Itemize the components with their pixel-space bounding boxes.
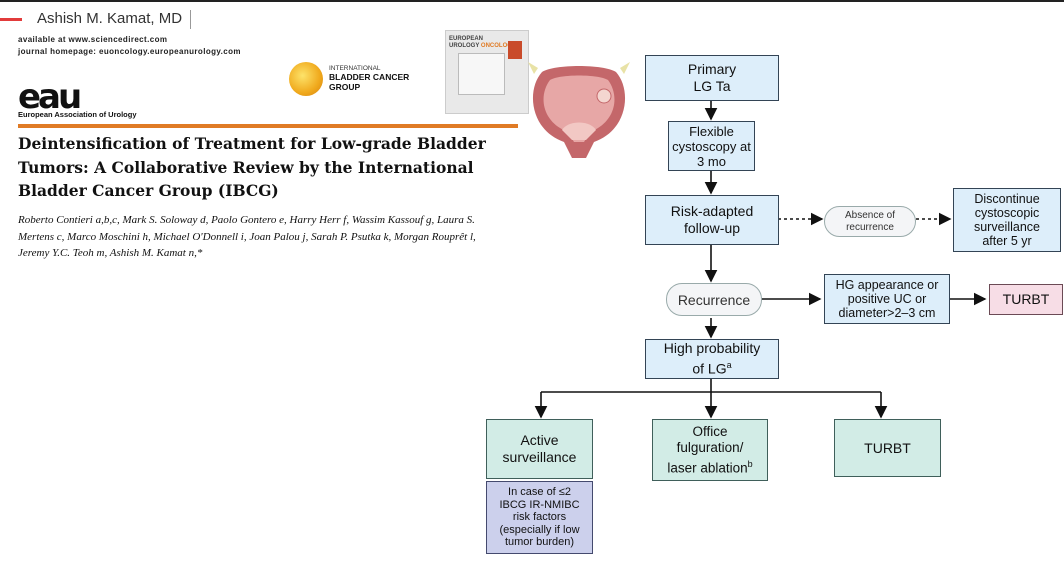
cover-title: EUROPEAN UROLOGY ONCOLOGY xyxy=(449,36,516,49)
node-turbt-bottom: TURBT xyxy=(834,419,941,477)
slide-author: Ashish M. Kamat, MD xyxy=(37,10,183,27)
bladder-illustration xyxy=(528,62,630,158)
node-turbt-right: TURBT xyxy=(989,284,1063,315)
cover-badge xyxy=(508,41,522,59)
ibcg-logo-text: INTERNATIONAL BLADDER CANCER GROUP xyxy=(329,65,410,92)
red-marker-icon xyxy=(0,18,22,21)
pill-recurrence: Recurrence xyxy=(666,283,762,316)
paper-title: Deintensification of Treatment for Low-g… xyxy=(18,134,486,200)
eau-logo: eau xyxy=(18,77,82,117)
globe-icon xyxy=(289,62,323,96)
journal-line-2: journal homepage: euoncology.europeanuro… xyxy=(18,47,241,56)
paper-authors: Roberto Contieri a,b,c, Mark S. Soloway … xyxy=(18,214,476,259)
eau-logo-subtitle: European Association of Urology xyxy=(18,110,137,119)
journal-line-1: available at www.sciencedirect.com xyxy=(18,35,168,44)
cover-figure xyxy=(458,53,505,95)
top-border xyxy=(0,0,1064,2)
journal-cover-image: EUROPEAN UROLOGY ONCOLOGY xyxy=(445,30,529,114)
ibcg-logo: INTERNATIONAL BLADDER CANCER GROUP xyxy=(289,62,429,102)
header-rule xyxy=(18,124,518,128)
divider xyxy=(190,10,191,29)
